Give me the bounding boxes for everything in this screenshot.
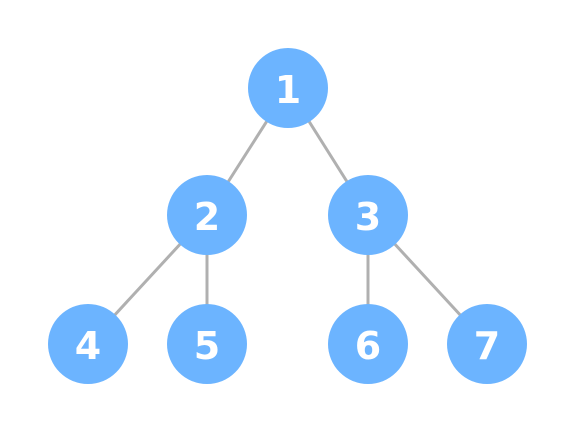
node-label-6: 6 <box>355 324 381 368</box>
node-circle-4 <box>48 304 128 384</box>
tree-node-4: 4 <box>48 304 128 384</box>
tree-node-2: 2 <box>167 175 247 255</box>
tree-node-7: 7 <box>447 304 527 384</box>
tree-node-3: 3 <box>328 175 408 255</box>
node-label-1: 1 <box>275 68 301 112</box>
node-circle-7 <box>447 304 527 384</box>
tree-node-5: 5 <box>167 304 247 384</box>
node-label-2: 2 <box>194 195 220 239</box>
node-circle-5 <box>167 304 247 384</box>
node-circle-3 <box>328 175 408 255</box>
tree-node-1: 1 <box>248 48 328 128</box>
tree-node-6: 6 <box>328 304 408 384</box>
node-label-3: 3 <box>355 195 381 239</box>
node-circle-6 <box>328 304 408 384</box>
nodes-layer: 1 2 3 4 5 6 7 <box>48 48 527 384</box>
node-label-7: 7 <box>474 324 500 368</box>
node-circle-2 <box>167 175 247 255</box>
node-label-4: 4 <box>75 324 101 368</box>
node-label-5: 5 <box>194 324 220 368</box>
node-circle-1 <box>248 48 328 128</box>
